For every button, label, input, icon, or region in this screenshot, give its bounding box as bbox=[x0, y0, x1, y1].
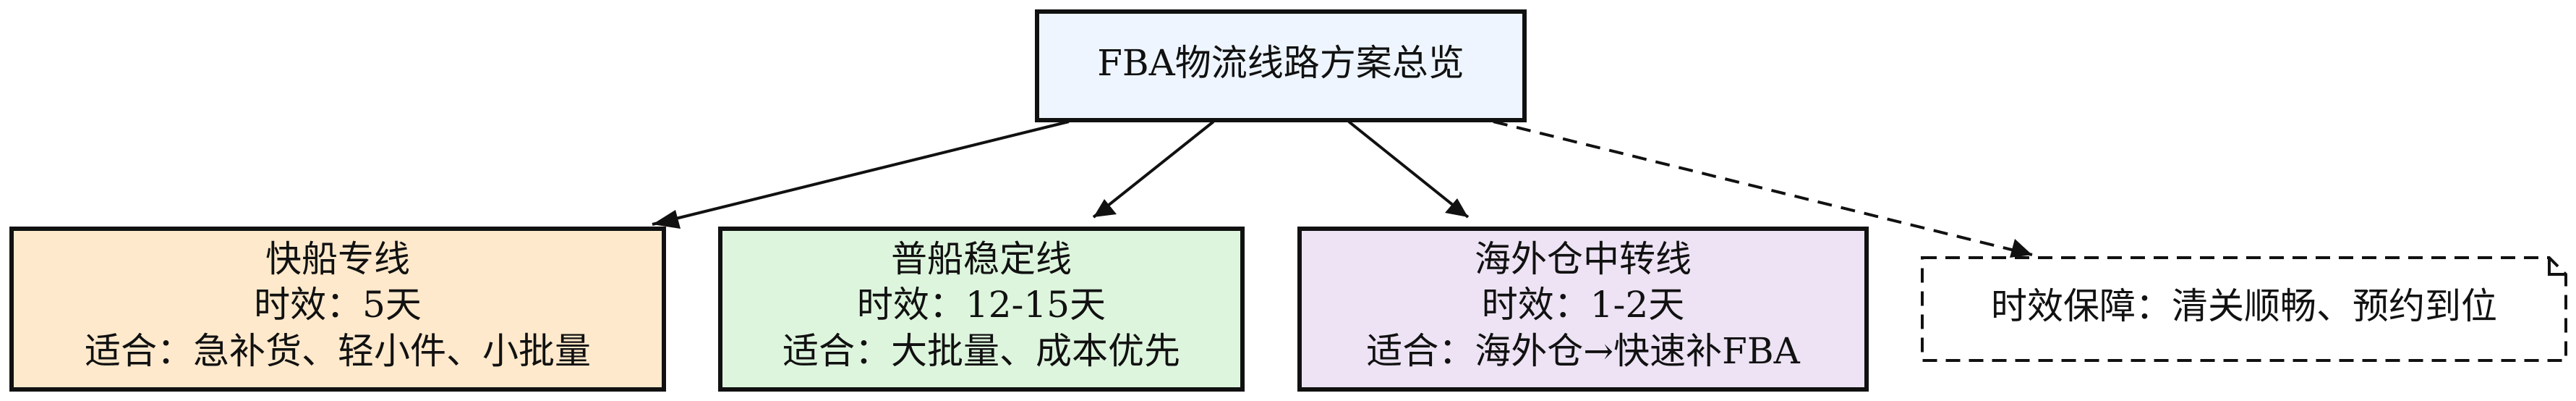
route-node-lead-time: 时效：12-15天 bbox=[857, 284, 1106, 326]
root-node-label: FBA物流线路方案总览 bbox=[1097, 42, 1464, 84]
route-node-box bbox=[718, 227, 1245, 392]
route-node-suitability: 适合：海外仓→快速补FBA bbox=[1366, 330, 1800, 372]
route-node-box bbox=[9, 227, 666, 392]
arrowhead-regular-ship bbox=[1093, 199, 1117, 217]
route-node-regular-ship: 普船稳定线 时效：12-15天 适合：大批量、成本优先 bbox=[718, 227, 1245, 392]
edge-root-to-overseas-warehouse bbox=[1347, 120, 1470, 219]
route-node-lead-time: 时效：5天 bbox=[254, 284, 422, 326]
route-node-suitability: 适合：急补货、轻小件、小批量 bbox=[85, 330, 591, 372]
route-node-box bbox=[1297, 227, 1869, 392]
route-node-title: 快船专线 bbox=[265, 238, 410, 280]
route-node-title: 普船稳定线 bbox=[891, 238, 1072, 280]
arrowhead-overseas-warehouse bbox=[1445, 198, 1468, 217]
arrowhead-fast-ship bbox=[652, 210, 681, 229]
edge-root-to-note bbox=[1493, 120, 2033, 256]
edges bbox=[652, 120, 2033, 258]
edge-root-to-regular-ship bbox=[1092, 120, 1215, 219]
arrowhead-note bbox=[2010, 239, 2032, 258]
route-node-overseas-warehouse: 海外仓中转线 时效：1-2天 适合：海外仓→快速补FBA bbox=[1297, 227, 1869, 392]
edge-root-to-fast-ship bbox=[652, 120, 1070, 226]
route-node-lead-time: 时效：1-2天 bbox=[1482, 284, 1685, 326]
route-node-title: 海外仓中转线 bbox=[1475, 238, 1692, 280]
note-node: 时效保障：清关顺畅、预约到位 bbox=[1921, 256, 2567, 362]
root-node: FBA物流线路方案总览 bbox=[1035, 9, 1527, 122]
note-folded-corner-icon bbox=[2548, 258, 2566, 276]
note-node-label: 时效保障：清关顺畅、预约到位 bbox=[1991, 285, 2497, 327]
note-node-box bbox=[1921, 256, 2567, 362]
root-node-box bbox=[1035, 9, 1527, 122]
route-node-suitability: 适合：大批量、成本优先 bbox=[782, 330, 1180, 372]
route-node-fast-ship: 快船专线 时效：5天 适合：急补货、轻小件、小批量 bbox=[9, 227, 666, 392]
